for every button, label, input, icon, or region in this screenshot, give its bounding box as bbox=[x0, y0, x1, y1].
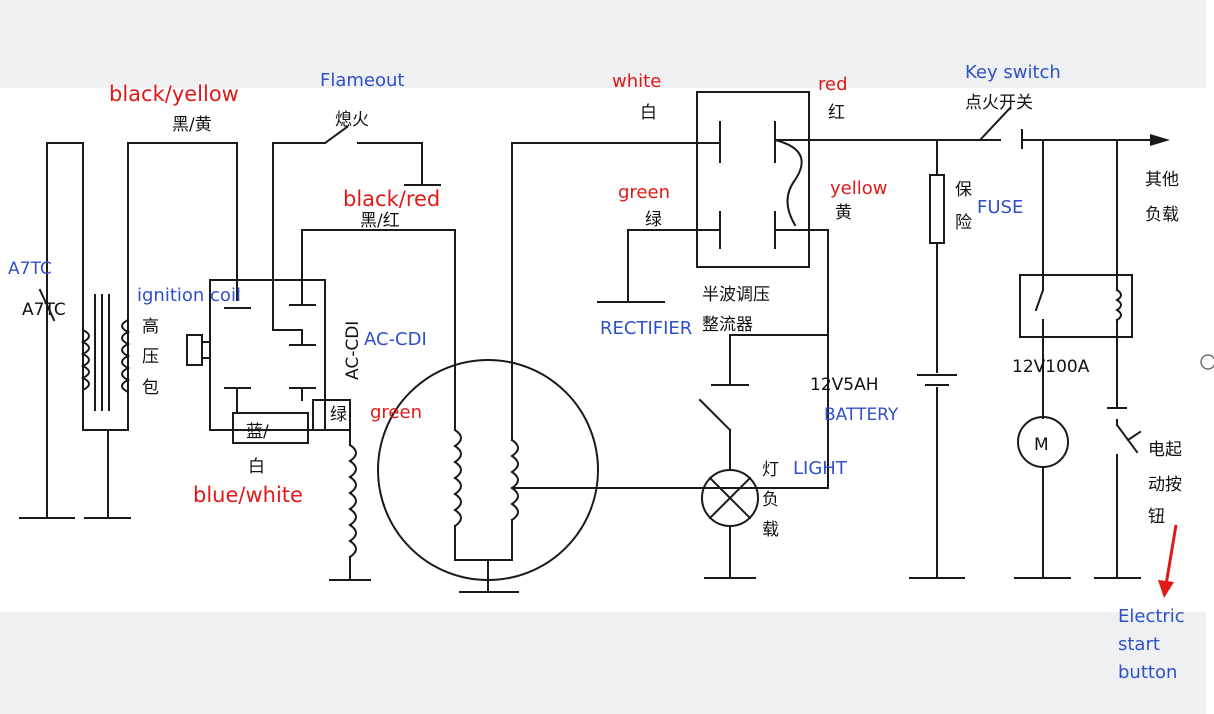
starter-relay-circuit bbox=[1014, 139, 1178, 598]
other-load-cn-2: 负载 bbox=[1145, 205, 1179, 225]
blue-white-cn-2: 白 bbox=[248, 457, 265, 477]
rectifier-regulator bbox=[511, 91, 1001, 386]
light-cn-2: 负 bbox=[762, 490, 779, 510]
black-yellow-annotation: black/yellow bbox=[109, 82, 239, 106]
black-yellow-cn: 黑/黄 bbox=[172, 115, 212, 135]
start-cn-1: 电起 bbox=[1148, 440, 1182, 460]
green-cdi-annotation: green bbox=[370, 402, 422, 423]
white-cn: 白 bbox=[640, 103, 657, 123]
cdi-unit bbox=[186, 142, 351, 444]
electric-start-annotation-2: start bbox=[1118, 634, 1160, 655]
fuse-and-battery bbox=[909, 139, 965, 579]
edge-handle-icon bbox=[1200, 354, 1214, 370]
white-annotation: white bbox=[612, 71, 661, 92]
flameout-annotation: Flameout bbox=[320, 70, 404, 91]
coil-cn-1: 高 bbox=[142, 317, 159, 337]
fuse-cn-2: 险 bbox=[955, 213, 972, 233]
key-switch-cn: 点火开关 bbox=[965, 93, 1033, 113]
ignition-coil-annotation: ignition coil bbox=[137, 285, 241, 306]
a7tc-annotation: A7TC bbox=[8, 259, 52, 279]
yellow-annotation: yellow bbox=[830, 178, 887, 199]
flameout-switch bbox=[272, 125, 441, 186]
red-annotation: red bbox=[818, 74, 848, 95]
light-load bbox=[698, 398, 759, 579]
red-cn: 红 bbox=[828, 103, 845, 123]
magneto-stator bbox=[301, 142, 829, 593]
light-annotation: LIGHT bbox=[793, 458, 848, 479]
key-switch bbox=[978, 106, 1170, 149]
other-load-cn-1: 其他 bbox=[1145, 170, 1179, 190]
black-red-annotation: black/red bbox=[343, 187, 440, 211]
ac-cdi-symbol-label: AC-CDI bbox=[343, 321, 363, 380]
battery-annotation: BATTERY bbox=[824, 405, 899, 425]
ac-cdi-annotation: AC-CDI bbox=[364, 329, 427, 350]
yellow-cn: 黄 bbox=[835, 203, 852, 223]
a7tc-symbol-label: A7TC bbox=[22, 300, 66, 320]
coil-cn-3: 包 bbox=[142, 378, 159, 398]
ignition-coil-symbol bbox=[80, 142, 238, 519]
relay-spec: 12V100A bbox=[1012, 357, 1090, 377]
spark-plug bbox=[19, 142, 84, 519]
electric-start-annotation-3: button bbox=[1118, 662, 1177, 683]
coil-cn-2: 压 bbox=[142, 347, 159, 367]
fuse-cn-1: 保 bbox=[955, 180, 972, 200]
black-red-cn: 黑/红 bbox=[360, 211, 400, 231]
blue-white-cn-1: 蓝/ bbox=[246, 422, 269, 442]
green-rect-annotation: green bbox=[618, 182, 670, 203]
rectifier-cn-2: 整流器 bbox=[702, 315, 753, 335]
motor-label: M bbox=[1034, 435, 1049, 455]
green-rect-cn: 绿 bbox=[645, 210, 662, 230]
rectifier-annotation: RECTIFIER bbox=[600, 318, 692, 339]
start-cn-3: 钮 bbox=[1148, 507, 1165, 527]
battery-spec: 12V5AH bbox=[810, 375, 879, 395]
blue-white-annotation: blue/white bbox=[193, 483, 303, 507]
light-cn-1: 灯 bbox=[762, 460, 779, 480]
green-cdi-cn: 绿 bbox=[330, 405, 347, 425]
electric-start-annotation-1: Electric bbox=[1118, 606, 1185, 627]
fuse-annotation: FUSE bbox=[977, 197, 1023, 218]
start-cn-2: 动按 bbox=[1148, 475, 1182, 495]
key-switch-annotation: Key switch bbox=[965, 62, 1061, 83]
flameout-cn: 熄火 bbox=[335, 110, 369, 130]
rectifier-cn-1: 半波调压 bbox=[702, 285, 770, 305]
light-cn-3: 载 bbox=[762, 520, 779, 540]
